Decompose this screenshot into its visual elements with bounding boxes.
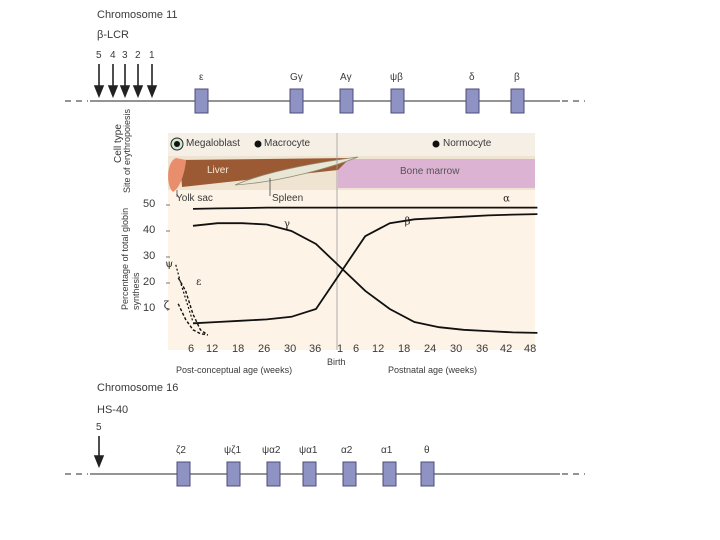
gene-epsilon-label: ε xyxy=(199,72,204,83)
gene-a-gamma-label: Aγ xyxy=(340,72,352,83)
hs-site-3: 3 xyxy=(122,50,128,61)
gene-g-gamma-box xyxy=(289,88,304,114)
series-label: γ xyxy=(284,219,290,230)
x-tick-label: 18 xyxy=(398,343,411,355)
gene-psi-alpha2-label: ψα2 xyxy=(262,445,281,456)
gene-delta-box xyxy=(465,88,480,114)
beta-lcr-label: β-LCR xyxy=(97,29,129,41)
gene-delta-label: δ xyxy=(469,72,475,83)
plot-area xyxy=(168,190,535,350)
hs4-arrow-icon xyxy=(107,64,119,99)
x-axis-left-label: Post-conceptual age (weeks) xyxy=(176,365,293,375)
y-tick-label: 10 xyxy=(143,302,156,314)
series-line-2 xyxy=(192,213,538,325)
site-bone-marrow-label: Bone marrow xyxy=(400,166,460,177)
hs40-arrow-icon xyxy=(93,436,105,469)
gene-beta-box xyxy=(510,88,525,114)
gene-theta-label: θ xyxy=(424,445,430,456)
gene-beta-label: β xyxy=(514,72,520,83)
gene-psi-alpha1-box xyxy=(302,461,317,487)
gene-epsilon-box xyxy=(194,88,209,114)
gene-psi-alpha2-box xyxy=(266,461,281,487)
gene-psi-zeta1-box xyxy=(226,461,241,487)
x-tick-label: 12 xyxy=(372,343,385,355)
series-line-4 xyxy=(177,303,208,336)
y-axis-label: Percentage of total globin synthesis xyxy=(120,207,141,310)
x-tick-label: 6 xyxy=(188,343,195,355)
site-liver-label: Liver xyxy=(207,165,229,176)
gene-psi-alpha1-label: ψα1 xyxy=(299,445,318,456)
y-tick-label: 20 xyxy=(143,276,156,288)
macrocyte-icon xyxy=(254,140,262,148)
x-tick-label: 48 xyxy=(524,343,537,355)
hs3-arrow-icon xyxy=(119,64,131,99)
gene-zeta2-box xyxy=(176,461,191,487)
x-tick-label: 30 xyxy=(284,343,297,355)
x-tick-label: 36 xyxy=(476,343,489,355)
spleen-region xyxy=(234,156,359,186)
cell-type-macrocyte: Macrocyte xyxy=(264,138,311,149)
normocyte-icon xyxy=(432,140,440,148)
cell-type-band xyxy=(168,133,535,156)
x-tick-label: 6 xyxy=(353,343,360,355)
series-label: α xyxy=(503,194,510,205)
x-tick-label: 42 xyxy=(500,343,513,355)
yolk-sac-region xyxy=(168,158,186,192)
gene-zeta2-label: ζ2 xyxy=(176,445,186,456)
gene-a-gamma-box xyxy=(339,88,354,114)
hs-site-1: 1 xyxy=(149,50,155,61)
hs40-site-5: 5 xyxy=(96,422,102,433)
site-spleen-label: Spleen xyxy=(272,193,304,204)
series-label: ε xyxy=(196,277,201,288)
x-tick-label: 36 xyxy=(309,343,322,355)
hs2-arrow-icon xyxy=(132,64,144,99)
hs-site-4: 4 xyxy=(110,50,116,61)
hs-site-5: 5 xyxy=(96,50,102,61)
y-tick-label: 40 xyxy=(143,224,156,236)
gene-alpha1-box xyxy=(382,461,397,487)
x-tick-label: 26 xyxy=(258,343,271,355)
gene-g-gamma-label: Gγ xyxy=(290,72,303,83)
gene-theta-box xyxy=(420,461,435,487)
x-tick-label: 12 xyxy=(206,343,219,355)
gene-psi-zeta1-label: ψζ1 xyxy=(224,445,242,456)
hs40-label: HS-40 xyxy=(97,404,129,416)
series-line-5 xyxy=(175,264,194,323)
gene-alpha2-box xyxy=(342,461,357,487)
chromosome-11-title: Chromosome 11 xyxy=(97,9,178,21)
gene-alpha2-label: α2 xyxy=(341,445,353,456)
cell-type-megaloblast: Megaloblast xyxy=(186,138,240,149)
hs5-arrow-icon xyxy=(93,64,105,99)
gene-psi-beta-label: ψβ xyxy=(390,72,403,83)
y-tick-label: 30 xyxy=(143,250,156,262)
series-label: ψ xyxy=(165,259,173,270)
series-layer: α γ β ε ζ ψ xyxy=(164,194,538,336)
x-tick-label: 18 xyxy=(232,343,245,355)
site-yolk-sac-label: Yolk sac xyxy=(176,193,213,204)
hs-site-2: 2 xyxy=(135,50,141,61)
series-line-0 xyxy=(192,206,538,210)
hs1-arrow-icon xyxy=(146,64,158,99)
x-tick-label: 30 xyxy=(450,343,463,355)
megaloblast-nucleus-icon xyxy=(174,141,180,147)
bone-marrow-region xyxy=(338,159,535,188)
birth-label: Birth xyxy=(327,357,346,367)
x-axis-right-label: Postnatal age (weeks) xyxy=(388,365,478,375)
x-tick-label: 24 xyxy=(424,343,437,355)
series-line-1 xyxy=(192,222,538,334)
series-label: ζ xyxy=(164,300,170,311)
y-tick-label: 50 xyxy=(143,198,156,210)
site-axis-label: Site of erythropoiesis xyxy=(122,108,132,193)
cell-type-normocyte: Normocyte xyxy=(443,138,492,149)
gene-psi-beta-box xyxy=(390,88,405,114)
gene-alpha1-label: α1 xyxy=(381,445,393,456)
series-label: β xyxy=(405,217,411,228)
chromosome-16-title: Chromosome 16 xyxy=(97,382,179,394)
x-tick-label: 1 xyxy=(337,343,344,355)
